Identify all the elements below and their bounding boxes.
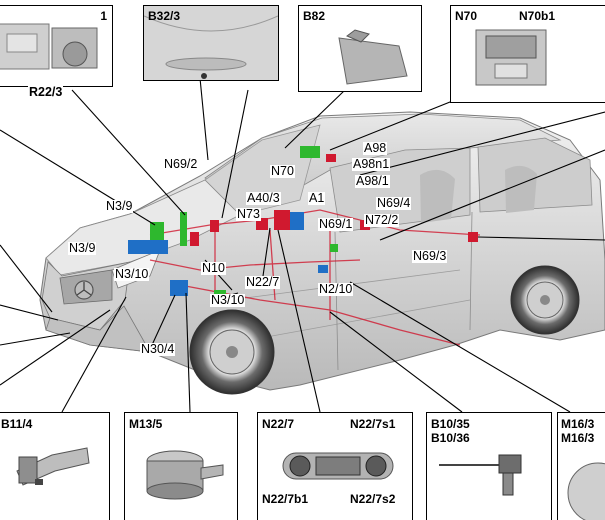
panel-4-illustration xyxy=(475,29,547,86)
callout-n3-10-left: N3/10 xyxy=(114,267,150,281)
panel-b11-4: B11/4 xyxy=(0,412,110,520)
callout-n69-1: N69/1 xyxy=(318,217,354,231)
callout-n22-7: N22/7 xyxy=(245,275,281,289)
label-bottom-right: N22/7s2 xyxy=(350,492,396,506)
marker-a40-3 xyxy=(256,218,268,230)
callout-n72-2: N72/2 xyxy=(364,213,400,227)
panel-n22-7-illustration xyxy=(282,452,394,480)
callout-n2-10: N2/10 xyxy=(318,282,354,296)
label-top-left: N22/7 xyxy=(262,417,295,431)
callout-n3-9-top: N3/9 xyxy=(105,199,134,213)
callout-n30-4: N30/4 xyxy=(140,342,176,356)
panel-label-a: M16/3 xyxy=(561,417,595,431)
front-wheel xyxy=(189,309,275,395)
callout-a40-3: A40/3 xyxy=(246,191,281,205)
marker-n3-9-c xyxy=(180,212,187,246)
marker-n73 xyxy=(274,210,290,230)
callout-a1: A1 xyxy=(308,191,326,205)
callout-a98n1: A98n1 xyxy=(352,157,391,171)
panel-n70: N70 N70b1 xyxy=(450,5,605,103)
callout-n10: N10 xyxy=(201,261,226,275)
panel-label: M13/5 xyxy=(129,417,163,431)
panel-b11-4-illustration xyxy=(16,447,90,486)
component-markers xyxy=(128,146,478,299)
panel-label-b: M16/3 xyxy=(561,431,595,445)
panel-label: B32/3 xyxy=(148,9,181,23)
panel-b82: B82 xyxy=(298,5,422,92)
marker-n69-3 xyxy=(468,232,478,242)
label-bottom-left: N22/7b1 xyxy=(262,492,309,506)
marker-n30-4 xyxy=(170,280,188,296)
callout-n73: N73 xyxy=(236,207,261,221)
panel-1-illustration xyxy=(0,23,98,70)
callout-n69-2: N69/2 xyxy=(163,157,199,171)
panel-label-a: B10/35 xyxy=(431,417,470,431)
rear-wheel xyxy=(510,265,580,335)
label-top-right: N22/7s1 xyxy=(350,417,396,431)
callout-r22-3: R22/3 xyxy=(28,85,64,99)
panel-2-illustration xyxy=(144,6,278,80)
callout-n3-9-left: N3/9 xyxy=(68,241,97,255)
panel-b10-35: B10/35 B10/36 xyxy=(426,412,552,520)
panel-label: B82 xyxy=(303,9,326,23)
marker-n3-9-b xyxy=(128,240,168,254)
panel-b32-3: B32/3 xyxy=(143,5,279,81)
callout-a98-1: A98/1 xyxy=(355,174,390,188)
marker-a1 xyxy=(290,212,304,230)
panel-b10-35-illustration xyxy=(439,454,522,496)
marker-n2-10 xyxy=(318,265,328,273)
marker-n69-2 xyxy=(210,220,219,232)
panel-label-b: B10/36 xyxy=(431,431,470,445)
marker-n3-10 xyxy=(190,232,199,246)
marker-n69-1 xyxy=(330,244,338,252)
leader-lines xyxy=(0,77,605,413)
marker-a98 xyxy=(326,154,336,162)
panel-n22-7: N22/7 N22/7s1 N22/7b1 N22/7s2 xyxy=(257,412,413,520)
marker-n70 xyxy=(300,146,320,158)
callout-a98: A98 xyxy=(363,141,388,155)
panel-label-a: N70 xyxy=(455,9,478,23)
panel-m13-5-illustration xyxy=(146,450,224,500)
callout-n69-3: N69/3 xyxy=(412,249,448,263)
callout-n70: N70 xyxy=(270,164,295,178)
panel-m16-3-illustration xyxy=(567,462,605,520)
panel-number: 1 xyxy=(100,9,107,23)
panel-label: B11/4 xyxy=(1,417,33,431)
callout-n69-4: N69/4 xyxy=(376,196,412,210)
panel-m16-3: M16/3 M16/3 xyxy=(557,412,605,520)
callout-n3-10-mid: N3/10 xyxy=(210,293,246,307)
panel-r22-3: 1 xyxy=(0,5,113,87)
car-body xyxy=(39,111,605,391)
panel-3-illustration xyxy=(338,29,408,85)
panel-m13-5: M13/5 xyxy=(124,412,238,520)
panel-label-b: N70b1 xyxy=(519,9,556,23)
